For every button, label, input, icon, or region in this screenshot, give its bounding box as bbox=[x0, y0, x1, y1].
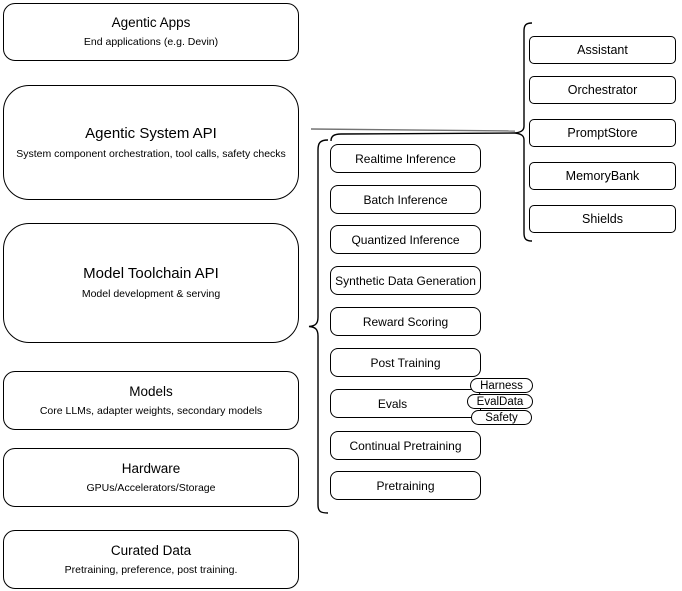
layer-subtitle: Pretraining, preference, post training. bbox=[64, 563, 238, 576]
layer-models: Models Core LLMs, adapter weights, secon… bbox=[3, 371, 299, 430]
toolchain-item-quantized-inference: Quantized Inference bbox=[330, 225, 481, 254]
toolchain-item-batch-inference: Batch Inference bbox=[330, 185, 481, 214]
layer-subtitle: Model development & serving bbox=[81, 288, 221, 301]
layer-title: Agentic System API bbox=[85, 124, 217, 142]
toolchain-brace bbox=[308, 139, 329, 514]
toolchain-item-pretraining: Pretraining bbox=[330, 471, 481, 500]
layer-title: Hardware bbox=[121, 460, 181, 476]
layer-agentic-system-api: Agentic System API System component orch… bbox=[3, 85, 299, 200]
layer-subtitle: End applications (e.g. Devin) bbox=[83, 36, 219, 49]
layer-title: Agentic Apps bbox=[111, 15, 191, 31]
system-component-assistant: Assistant bbox=[529, 36, 676, 64]
toolchain-item-reward-scoring: Reward Scoring bbox=[330, 307, 481, 336]
layer-subtitle: GPUs/Accelerators/Storage bbox=[86, 481, 216, 494]
line-system-api-to-components bbox=[310, 128, 516, 132]
system-component-shields: Shields bbox=[529, 205, 676, 233]
evals-tag-evaldata: EvalData bbox=[467, 394, 533, 409]
system-component-memorybank: MemoryBank bbox=[529, 162, 676, 190]
toolchain-item-continual-pretraining: Continual Pretraining bbox=[330, 431, 481, 460]
layer-agentic-apps: Agentic Apps End applications (e.g. Devi… bbox=[3, 3, 299, 61]
layer-title: Models bbox=[129, 383, 173, 399]
system-components-brace bbox=[514, 22, 533, 242]
layer-subtitle: System component orchestration, tool cal… bbox=[16, 147, 286, 160]
toolchain-item-realtime-inference: Realtime Inference bbox=[330, 144, 481, 173]
evals-tag-safety: Safety bbox=[471, 410, 532, 425]
toolchain-item-evals: Evals bbox=[330, 389, 481, 418]
system-component-orchestrator: Orchestrator bbox=[529, 76, 676, 104]
layer-hardware: Hardware GPUs/Accelerators/Storage bbox=[3, 448, 299, 507]
toolchain-item-post-training: Post Training bbox=[330, 348, 481, 377]
system-component-promptstore: PromptStore bbox=[529, 119, 676, 147]
toolchain-item-synthetic-data-generation: Synthetic Data Generation bbox=[330, 266, 481, 295]
layer-title: Curated Data bbox=[110, 542, 192, 558]
layer-model-toolchain-api: Model Toolchain API Model development & … bbox=[3, 223, 299, 343]
layer-subtitle: Core LLMs, adapter weights, secondary mo… bbox=[39, 404, 263, 417]
layer-title: Model Toolchain API bbox=[83, 265, 219, 283]
evals-tag-harness: Harness bbox=[470, 378, 533, 393]
line-toolchain-top-to-brace bbox=[330, 132, 516, 142]
layer-curated-data: Curated Data Pretraining, preference, po… bbox=[3, 530, 299, 589]
